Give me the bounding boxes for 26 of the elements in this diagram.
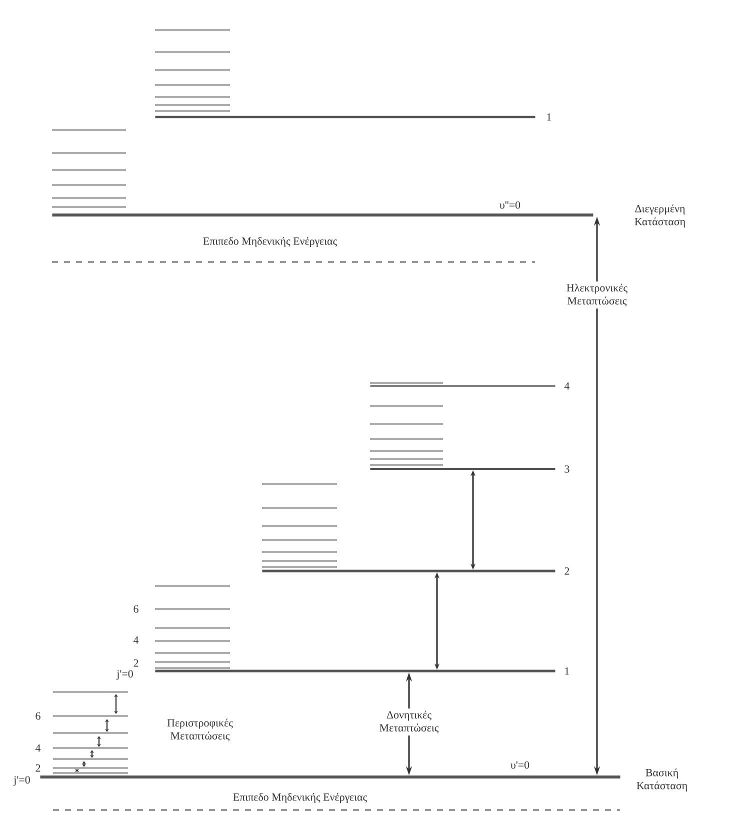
transition-label: Ηλεκτρονικές Μεταπτώσεις	[566, 284, 628, 306]
text-label: Περιστροφικές Μεταπτώσεις	[167, 718, 233, 742]
level-label: 2	[564, 567, 570, 575]
text-label: 6	[134, 605, 138, 613]
text-label: 2	[36, 764, 40, 772]
text-label: Επιπεδο Μηδενικής Ενέργειας	[233, 792, 367, 804]
level-label: 4	[564, 382, 570, 390]
level-label: 3	[564, 465, 570, 473]
level-label: 1	[547, 113, 551, 121]
text-label: 4	[35, 744, 41, 752]
energy-level-line	[262, 570, 556, 572]
level-label: Διεγερμένη Κατάσταση	[634, 204, 685, 228]
energy-level-line	[155, 116, 536, 118]
level-label: Βασική Κατάσταση	[636, 768, 687, 792]
transition-label: Δονητικές Μεταπτώσεις	[380, 710, 439, 734]
text-label: 2	[134, 659, 138, 667]
level-label: υ'=0	[510, 761, 530, 769]
text-label: 4	[133, 636, 139, 644]
text-label: 6	[36, 712, 40, 720]
level-label: 1	[565, 667, 569, 675]
level-label: υ''=0	[500, 201, 520, 209]
energy-level-line	[370, 468, 556, 470]
energy-level-line	[40, 776, 620, 778]
energy-level-line	[52, 214, 594, 216]
energy-level-line	[370, 385, 556, 387]
energy-level-line	[155, 670, 556, 672]
